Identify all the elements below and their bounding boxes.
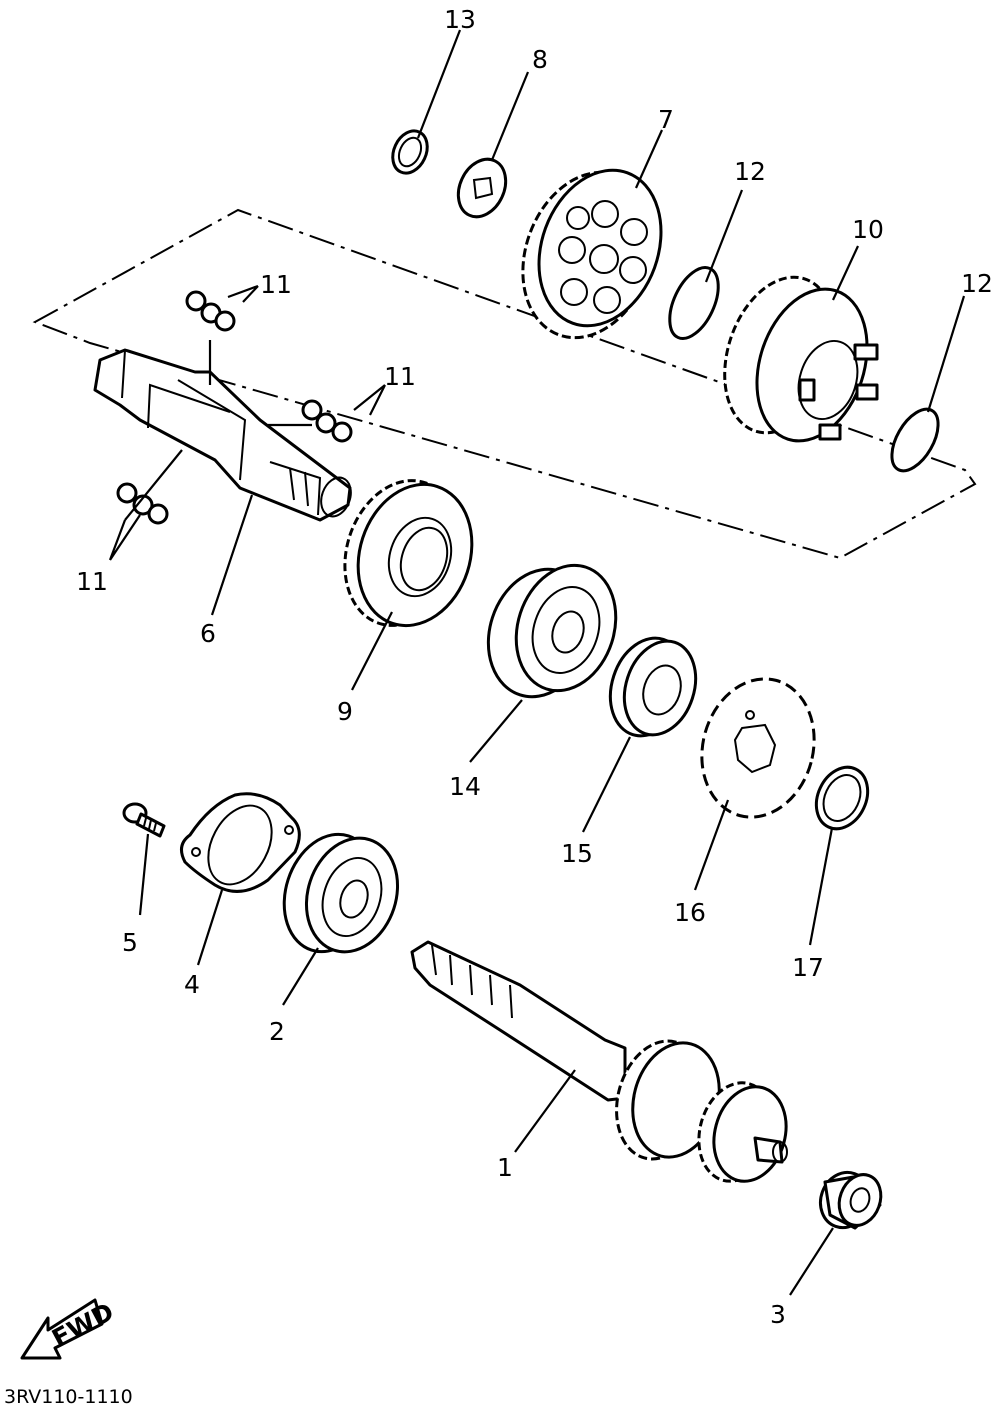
- callout-12-lower: 12: [961, 269, 993, 298]
- callout-15: 15: [561, 839, 593, 868]
- callout-13: 13: [444, 5, 476, 34]
- leader-lines: [108, 29, 966, 1296]
- part-11-balls-right: [301, 399, 353, 443]
- part-11-balls-top: [185, 290, 236, 332]
- callout-4: 4: [184, 970, 200, 999]
- callout-17: 17: [792, 953, 824, 982]
- part-1-main-axle: [410, 940, 788, 1183]
- callout-3: 3: [770, 1300, 786, 1329]
- part-12-circlip-lower: [890, 407, 940, 473]
- callout-labels: 13 8 7 12 10 12 11 11 11 6 9 14 15 16 17…: [76, 5, 993, 1329]
- fwd-label: FWD: [47, 1297, 118, 1353]
- callout-10: 10: [852, 215, 884, 244]
- part-6-shaft: [93, 348, 352, 522]
- callout-2: 2: [269, 1017, 285, 1046]
- part-4-plate: [179, 792, 301, 893]
- callout-8: 8: [532, 45, 548, 74]
- part-15-oil-seal: [608, 636, 698, 738]
- callout-16: 16: [674, 898, 706, 927]
- part-8-washer: [456, 157, 508, 219]
- callout-6: 6: [200, 619, 216, 648]
- part-14-bearing: [486, 563, 618, 699]
- callout-12-upper: 12: [734, 157, 766, 186]
- callout-11-left: 11: [76, 567, 108, 596]
- callout-9: 9: [337, 697, 353, 726]
- fwd-arrow: FWD: [20, 1297, 119, 1360]
- part-12-circlip-upper: [668, 266, 720, 340]
- part-3-collar: [818, 1170, 883, 1230]
- part-16-sprocket: [700, 677, 816, 819]
- callout-14: 14: [449, 772, 481, 801]
- part-9-gear: [343, 479, 474, 628]
- part-2-bearing: [282, 832, 400, 954]
- diagram-code: 3RV110-1110: [4, 1386, 133, 1408]
- part-17-circlip: [814, 765, 870, 831]
- part-11-balls-left: [116, 482, 169, 525]
- part-5-screw: [122, 802, 166, 838]
- callout-11-top: 11: [260, 270, 292, 299]
- callout-5: 5: [122, 928, 138, 957]
- part-13-circlip: [391, 129, 429, 175]
- callout-7: 7: [658, 105, 674, 134]
- part-10-sliding-gear: [723, 275, 879, 443]
- part-7-gear: [521, 168, 663, 340]
- callout-11-right: 11: [384, 362, 416, 391]
- subassembly-boundary: [32, 208, 977, 560]
- callout-1: 1: [497, 1153, 513, 1182]
